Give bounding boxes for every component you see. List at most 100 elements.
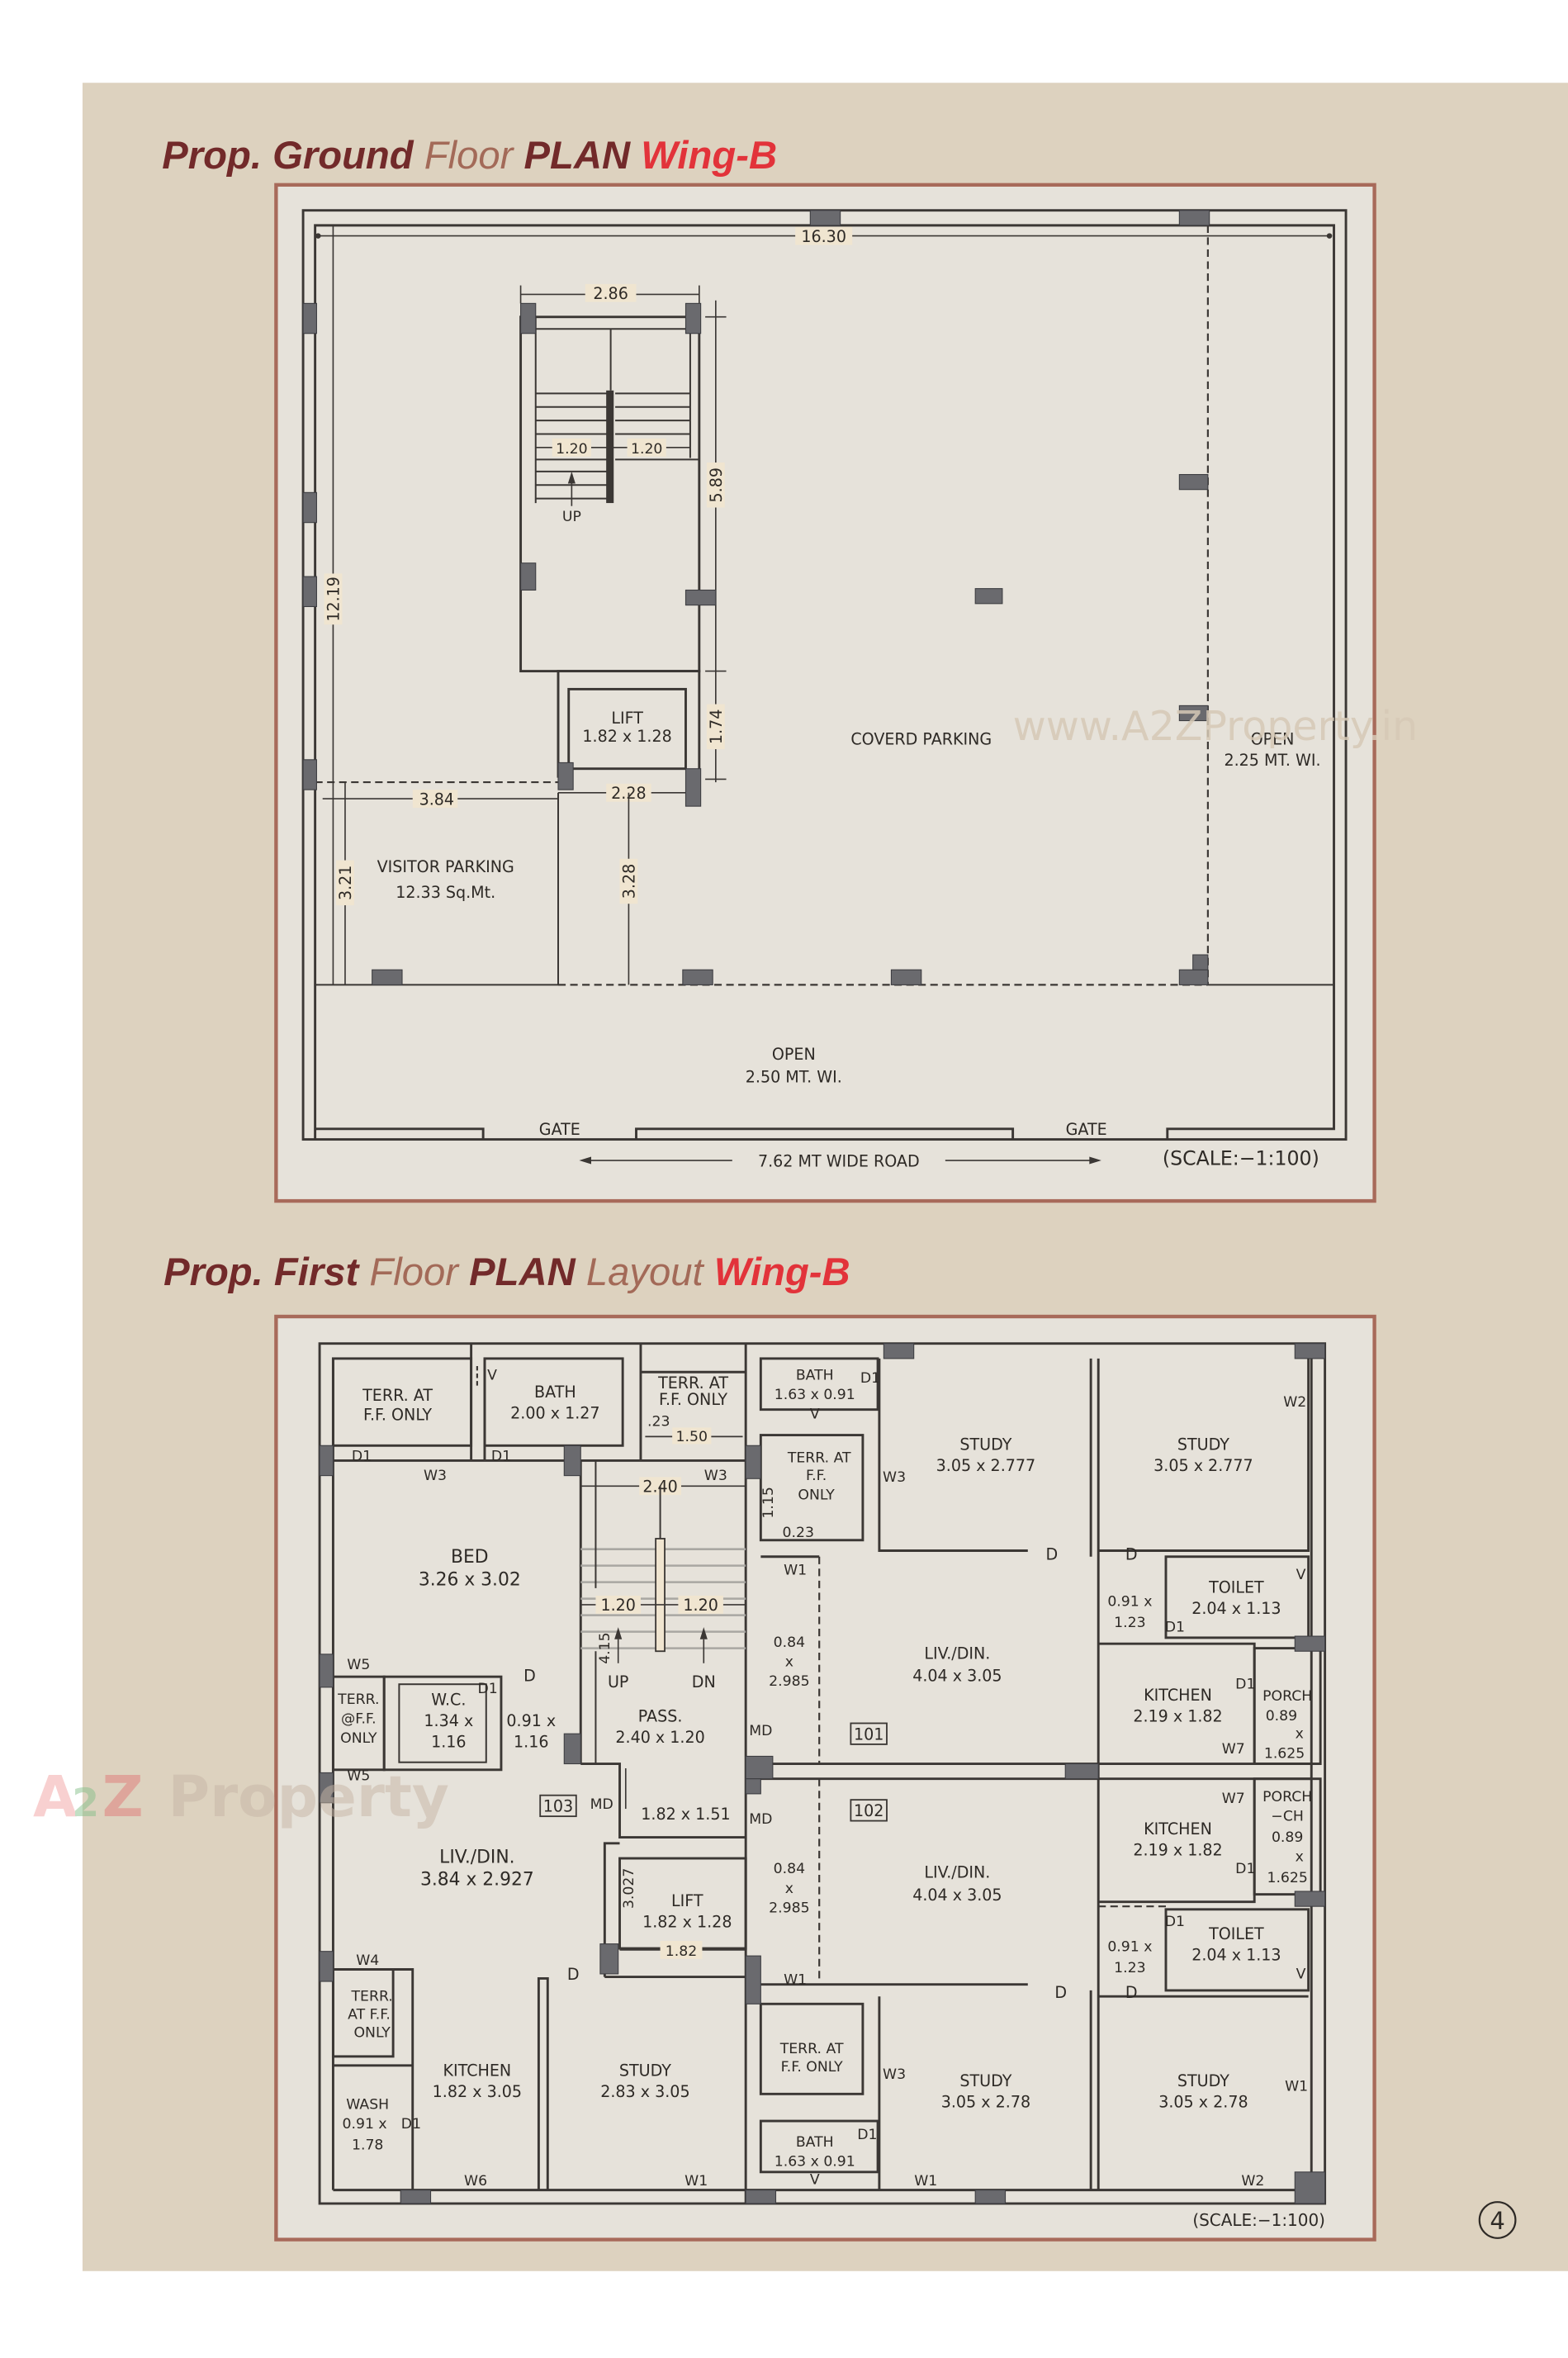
room-study-103-size: 2.83 x 3.05 xyxy=(600,2083,689,2101)
flat-101-badge xyxy=(850,1722,888,1745)
mark-w3: W3 xyxy=(704,1468,727,1484)
flat-103-badge xyxy=(539,1794,577,1818)
dim-lobby-depth: 3.28 xyxy=(621,864,639,899)
lift-size: 1.82 x 1.28 xyxy=(582,728,671,746)
dim-overall-depth: 12.19 xyxy=(325,576,343,622)
room-terr-tc-sub: F.F. ONLY xyxy=(659,1391,727,1409)
room-pass: PASS. xyxy=(638,1708,683,1726)
room-porch-101: PORCH xyxy=(1262,1688,1312,1705)
mark-d1: D1 xyxy=(477,1681,497,1697)
room-pass-size: 2.40 x 1.20 xyxy=(615,1729,704,1747)
room-bath-101: BATH xyxy=(796,1367,834,1383)
room-porch-102-size: 0.89 xyxy=(1272,1829,1303,1846)
a2z-logo-watermark: A 2 Z Property xyxy=(33,1764,449,1830)
room-terr-101-sub2: ONLY xyxy=(798,1487,835,1504)
mark-w3: W3 xyxy=(883,2066,906,2083)
arrow-right-icon xyxy=(1089,1156,1101,1165)
room-study-102b: STUDY xyxy=(1177,2072,1229,2090)
room-kitchen-101: KITCHEN xyxy=(1144,1687,1212,1705)
dim-stair-depth: 5.89 xyxy=(708,467,726,502)
flat-102-number: 102 xyxy=(854,1802,883,1820)
room-study-101b-size: 3.05 x 2.777 xyxy=(1153,1457,1253,1475)
room-wc-103: W.C. xyxy=(431,1691,466,1710)
room-toilet-101-size: 2.04 x 1.13 xyxy=(1191,1600,1281,1618)
svg-text:2: 2 xyxy=(72,1781,99,1826)
room-foyer-102: 0.84 xyxy=(774,1861,805,1877)
dim-visitor-depth: 3.21 xyxy=(337,866,355,900)
room-study-102b-size: 3.05 x 2.78 xyxy=(1158,2094,1248,2112)
room-wash-103-size: 0.91 x xyxy=(343,2116,387,2133)
room-toilet-101: TOILET xyxy=(1208,1578,1264,1597)
mark-d1: D1 xyxy=(1165,1914,1185,1930)
dim-flight-left: 1.20 xyxy=(556,441,587,458)
flat-102-badge xyxy=(850,1799,888,1822)
mark-w2: W2 xyxy=(1241,2173,1264,2190)
room-liv-102-size: 4.04 x 3.05 xyxy=(912,1886,1002,1905)
room-study-101b: STUDY xyxy=(1177,1436,1229,1454)
dim-terr-depth: 1.15 xyxy=(760,1487,777,1518)
url-watermark: www.A2ZProperty.in xyxy=(1013,702,1419,750)
room-terr-bl-sub: AT F.F. xyxy=(348,2006,391,2023)
dim-terr-offset: .23 xyxy=(647,1414,670,1430)
open-front-width: 2.50 MT. WI. xyxy=(746,1069,842,1087)
room-terr-102-sub: F.F. ONLY xyxy=(781,2059,844,2076)
room-study-101a-size: 3.05 x 2.777 xyxy=(936,1457,1036,1475)
room-terr-wc-sub2: ONLY xyxy=(340,1730,377,1747)
stair-up-label-ff: UP xyxy=(608,1673,628,1691)
room-bath-102: BATH xyxy=(796,2134,834,2151)
first-scale-label: (SCALE:−1:100) xyxy=(1192,2210,1325,2230)
mark-d1: D1 xyxy=(401,2116,421,2133)
mark-w3: W3 xyxy=(883,1469,906,1486)
mark-d: D xyxy=(1054,1984,1067,2002)
room-foyer-101-size: 2.985 xyxy=(769,1673,809,1690)
room-kitchen-102: KITCHEN xyxy=(1144,1820,1212,1838)
room-passage-102: 0.91 x xyxy=(1107,1939,1152,1956)
room-study-102a-size: 3.05 x 2.78 xyxy=(941,2094,1030,2112)
mark-w1: W1 xyxy=(914,2173,937,2190)
room-terr-tc: TERR. AT xyxy=(657,1374,728,1393)
room-liv-103-size: 3.84 x 2.927 xyxy=(420,1870,534,1891)
room-bath-103-size: 2.00 x 1.27 xyxy=(510,1405,599,1423)
open-front-label: OPEN xyxy=(772,1046,816,1064)
room-liv-101: LIV./DIN. xyxy=(924,1644,990,1663)
room-porch-101-size: 0.89 xyxy=(1266,1708,1297,1725)
visitor-parking-label: VISITOR PARKING xyxy=(377,858,514,876)
dim-terr-width: 1.50 xyxy=(676,1429,708,1445)
room-bath-101-size: 1.63 x 0.91 xyxy=(775,1387,855,1403)
mark-d1: D1 xyxy=(352,1448,372,1464)
flat-101-number: 101 xyxy=(854,1725,883,1744)
first-floor-plan: TERR. AT F.F. ONLY V BATH 2.00 x 1.27 TE… xyxy=(274,1314,1376,2242)
mark-d: D xyxy=(1046,1545,1059,1563)
dim-overall-width: 16.30 xyxy=(801,228,846,246)
room-porch-102: PORCH xyxy=(1262,1789,1312,1805)
mark-w5: W5 xyxy=(347,1657,370,1673)
mark-w7: W7 xyxy=(1222,1791,1245,1807)
stair-up-label: UP xyxy=(562,509,581,525)
mark-w1: W1 xyxy=(784,1972,807,1989)
road-label: 7.62 MT WIDE ROAD xyxy=(758,1152,920,1170)
room-liv-102: LIV./DIN. xyxy=(924,1864,990,1882)
up-arrow-icon xyxy=(567,471,576,484)
dim-lobby-depth-ff: 3.027 xyxy=(621,1868,637,1909)
room-terr-102: TERR. AT xyxy=(779,2041,844,2057)
room-wash-103: WASH xyxy=(346,2096,389,2113)
mark-d1: D1 xyxy=(857,2127,877,2143)
mark-d: D xyxy=(1125,1984,1138,2002)
svg-text:Property: Property xyxy=(168,1764,449,1830)
mark-md: MD xyxy=(749,1723,772,1739)
room-kitchen-102-size: 2.19 x 1.82 xyxy=(1133,1841,1222,1859)
room-kitchen-103: KITCHEN xyxy=(443,2062,512,2080)
down-arrow-icon xyxy=(699,1627,708,1639)
room-wash-103-size2: 1.78 xyxy=(352,2137,383,2154)
mark-w1: W1 xyxy=(784,1563,807,1579)
room-porch-101-x: x xyxy=(1296,1726,1304,1743)
room-passage-103-size: 1.16 xyxy=(514,1734,548,1752)
dim-flight-left-ff: 1.20 xyxy=(600,1597,635,1615)
room-porch-102-x: x xyxy=(1296,1849,1304,1866)
room-foyer-102-x: x xyxy=(785,1881,793,1897)
mark-v: V xyxy=(487,1367,497,1383)
mark-d1: D1 xyxy=(1235,1677,1255,1693)
visitor-parking-area: 12.33 Sq.Mt. xyxy=(396,884,495,902)
room-terr-wc: TERR. xyxy=(337,1691,379,1708)
ground-floor-plan: 16.30 12.19 1.20 1.20 UP 2.86 xyxy=(274,183,1419,1203)
